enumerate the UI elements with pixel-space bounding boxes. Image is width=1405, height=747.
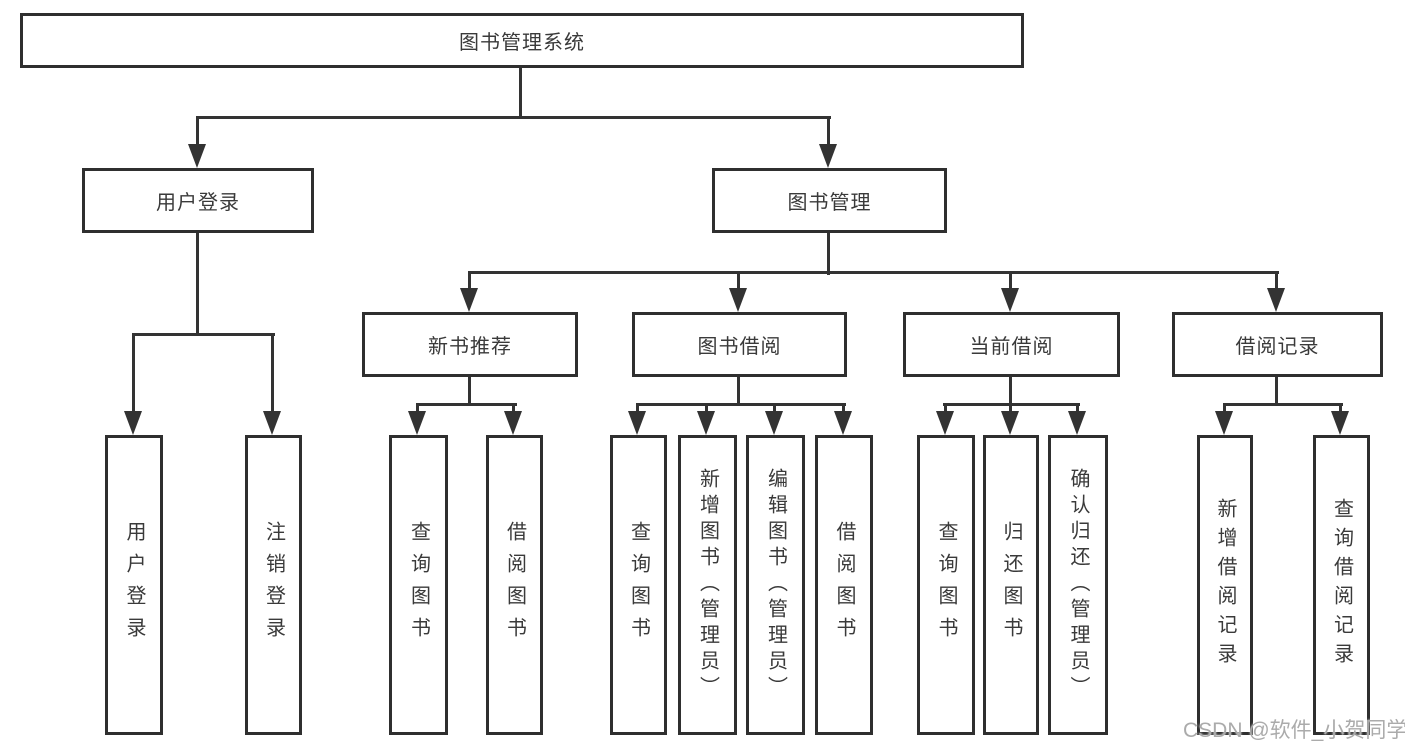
arrow-shaft — [636, 404, 639, 415]
leaf-query-books-2-label: 查询图书 — [627, 521, 650, 649]
leaf-add-books-admin-label: 新增图书（管理员） — [696, 468, 719, 702]
arrow-shaft — [842, 404, 845, 415]
arrow-head — [188, 144, 206, 168]
connector-vline — [196, 233, 199, 336]
arrow-head — [408, 411, 426, 435]
arrow-shaft — [1009, 404, 1012, 415]
leaf-query-borrow-record: 查询借阅记录 — [1313, 435, 1370, 735]
arrow-shaft — [1076, 404, 1079, 415]
leaf-edit-books-admin: 编辑图书（管理员） — [746, 435, 805, 735]
leaf-add-borrow-record: 新增借阅记录 — [1197, 435, 1253, 735]
arrow-shaft — [737, 272, 740, 292]
arrow-shaft — [132, 334, 135, 415]
leaf-user-login: 用户登录 — [105, 435, 163, 735]
leaf-user-login-label: 用户登录 — [123, 521, 145, 649]
leaf-query-books-1-label: 查询图书 — [407, 521, 430, 649]
node-root-label: 图书管理系统 — [459, 32, 585, 54]
leaf-borrow-books-1: 借阅图书 — [486, 435, 543, 735]
arrow-shaft — [705, 404, 708, 415]
node-book-management: 图书管理 — [712, 168, 947, 233]
connector-vline — [827, 233, 830, 275]
arrow-head — [263, 411, 281, 435]
arrow-head — [729, 288, 747, 312]
node-borrow-records-label: 借阅记录 — [1235, 336, 1320, 358]
node-user-login: 用户登录 — [82, 168, 314, 233]
leaf-query-books-3-label: 查询图书 — [935, 521, 957, 649]
arrow-shaft — [827, 117, 830, 148]
leaf-confirm-return-admin-label: 确认归还（管理员） — [1067, 468, 1089, 702]
arrow-shaft — [1275, 272, 1278, 292]
node-book-borrow-label: 图书借阅 — [697, 336, 782, 358]
arrow-shaft — [416, 404, 419, 415]
arrow-head — [1331, 411, 1349, 435]
node-user-login-label: 用户登录 — [156, 192, 240, 214]
arrow-shaft — [468, 272, 471, 292]
leaf-confirm-return-admin: 确认归还（管理员） — [1048, 435, 1108, 735]
arrow-shaft — [1009, 272, 1012, 292]
arrow-head — [504, 411, 522, 435]
arrow-shaft — [271, 334, 274, 415]
arrow-shaft — [944, 404, 947, 415]
leaf-edit-books-admin-label: 编辑图书（管理员） — [764, 468, 787, 702]
arrow-shaft — [196, 117, 199, 148]
arrow-head — [1001, 288, 1019, 312]
arrow-head — [697, 411, 715, 435]
connector-hline — [416, 403, 517, 406]
arrow-head — [1001, 411, 1019, 435]
connector-vline — [468, 377, 471, 406]
leaf-logout-label: 注销登录 — [262, 521, 285, 649]
connector-vline — [737, 377, 740, 406]
arrow-head — [1215, 411, 1233, 435]
leaf-return-books: 归还图书 — [983, 435, 1039, 735]
connector-hline — [468, 271, 1279, 274]
node-current-borrow: 当前借阅 — [903, 312, 1120, 377]
leaf-query-books-2: 查询图书 — [610, 435, 667, 735]
leaf-logout: 注销登录 — [245, 435, 302, 735]
connector-hline — [636, 403, 846, 406]
leaf-add-borrow-record-label: 新增借阅记录 — [1214, 498, 1236, 672]
connector-hline — [196, 116, 831, 119]
arrow-head — [936, 411, 954, 435]
arrow-shaft — [1223, 404, 1226, 415]
connector-hline — [132, 333, 275, 336]
arrow-head — [1068, 411, 1086, 435]
node-book-borrow: 图书借阅 — [632, 312, 847, 377]
leaf-borrow-books-2-label: 借阅图书 — [833, 521, 855, 649]
arrow-shaft — [1339, 404, 1342, 415]
node-book-management-label: 图书管理 — [787, 192, 872, 214]
arrow-shaft — [512, 404, 515, 415]
node-new-book-recommend: 新书推荐 — [362, 312, 578, 377]
arrow-head — [834, 411, 852, 435]
leaf-query-books-1: 查询图书 — [389, 435, 448, 735]
arrow-head — [628, 411, 646, 435]
connector-vline — [519, 68, 522, 119]
leaf-borrow-books-1-label: 借阅图书 — [503, 521, 526, 649]
arrow-shaft — [773, 404, 776, 415]
arrow-head — [819, 144, 837, 168]
leaf-borrow-books-2: 借阅图书 — [815, 435, 873, 735]
node-root: 图书管理系统 — [20, 13, 1024, 68]
leaf-add-books-admin: 新增图书（管理员） — [678, 435, 737, 735]
node-new-book-recommend-label: 新书推荐 — [428, 336, 512, 358]
node-current-borrow-label: 当前借阅 — [969, 336, 1054, 358]
arrow-head — [1267, 288, 1285, 312]
connector-vline — [1009, 377, 1012, 406]
leaf-query-borrow-record-label: 查询借阅记录 — [1330, 498, 1353, 672]
arrow-head — [460, 288, 478, 312]
node-borrow-records: 借阅记录 — [1172, 312, 1383, 377]
connector-hline — [1223, 403, 1343, 406]
arrow-head — [124, 411, 142, 435]
leaf-return-books-label: 归还图书 — [1000, 521, 1022, 649]
connector-vline — [1275, 377, 1278, 406]
leaf-query-books-3: 查询图书 — [917, 435, 975, 735]
watermark: CSDN @软件_小贺同学 — [1183, 719, 1405, 742]
arrow-head — [765, 411, 783, 435]
